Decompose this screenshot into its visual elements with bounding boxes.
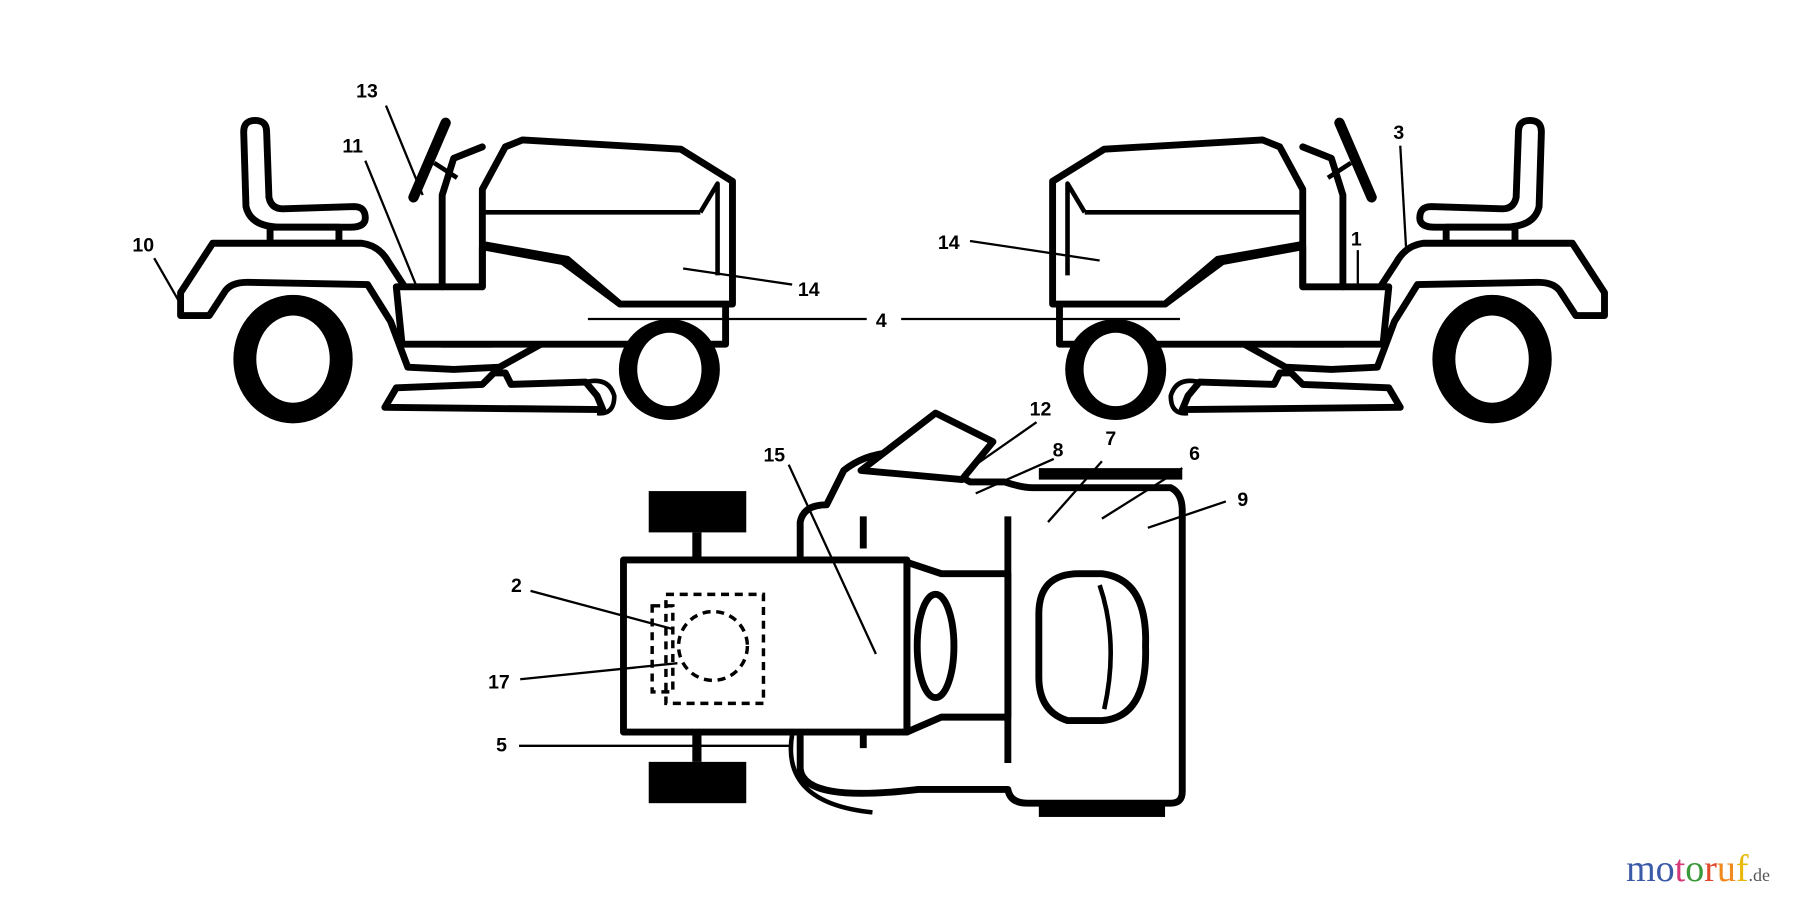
callout-8: 8: [1053, 440, 1064, 462]
logo-letter: f: [1735, 848, 1749, 890]
logo-letter: m: [1626, 848, 1656, 890]
callout-10: 10: [132, 234, 154, 256]
callout-2: 2: [511, 575, 522, 597]
logo-letter: u: [1716, 848, 1736, 890]
callout-15: 15: [763, 444, 785, 466]
logo-letter: r: [1704, 848, 1717, 890]
callout-5: 5: [496, 735, 507, 757]
callout-11: 11: [342, 136, 363, 158]
logo-letter: o: [1685, 848, 1705, 890]
leader-lines: [153, 105, 1408, 747]
left-side-view: [181, 120, 733, 423]
callout-3: 3: [1393, 122, 1404, 144]
callout-13: 13: [356, 81, 378, 103]
callout-4: 4: [876, 310, 887, 332]
callout-6: 6: [1189, 443, 1200, 465]
callout-9: 9: [1237, 489, 1248, 511]
callout-14-left: 14: [798, 279, 820, 301]
callout-17: 17: [488, 671, 510, 693]
logo-letter: o: [1655, 848, 1675, 890]
logo-letter: t: [1674, 848, 1686, 890]
callout-12: 12: [1030, 398, 1052, 420]
callout-1: 1: [1351, 229, 1362, 251]
top-view: [620, 409, 1186, 817]
callout-14-right: 14: [938, 232, 960, 254]
motoruf-logo: motoruf.de: [1626, 847, 1770, 891]
right-side-view: [1053, 120, 1605, 423]
logo-suffix: .de: [1748, 865, 1771, 885]
callout-7: 7: [1105, 428, 1116, 450]
